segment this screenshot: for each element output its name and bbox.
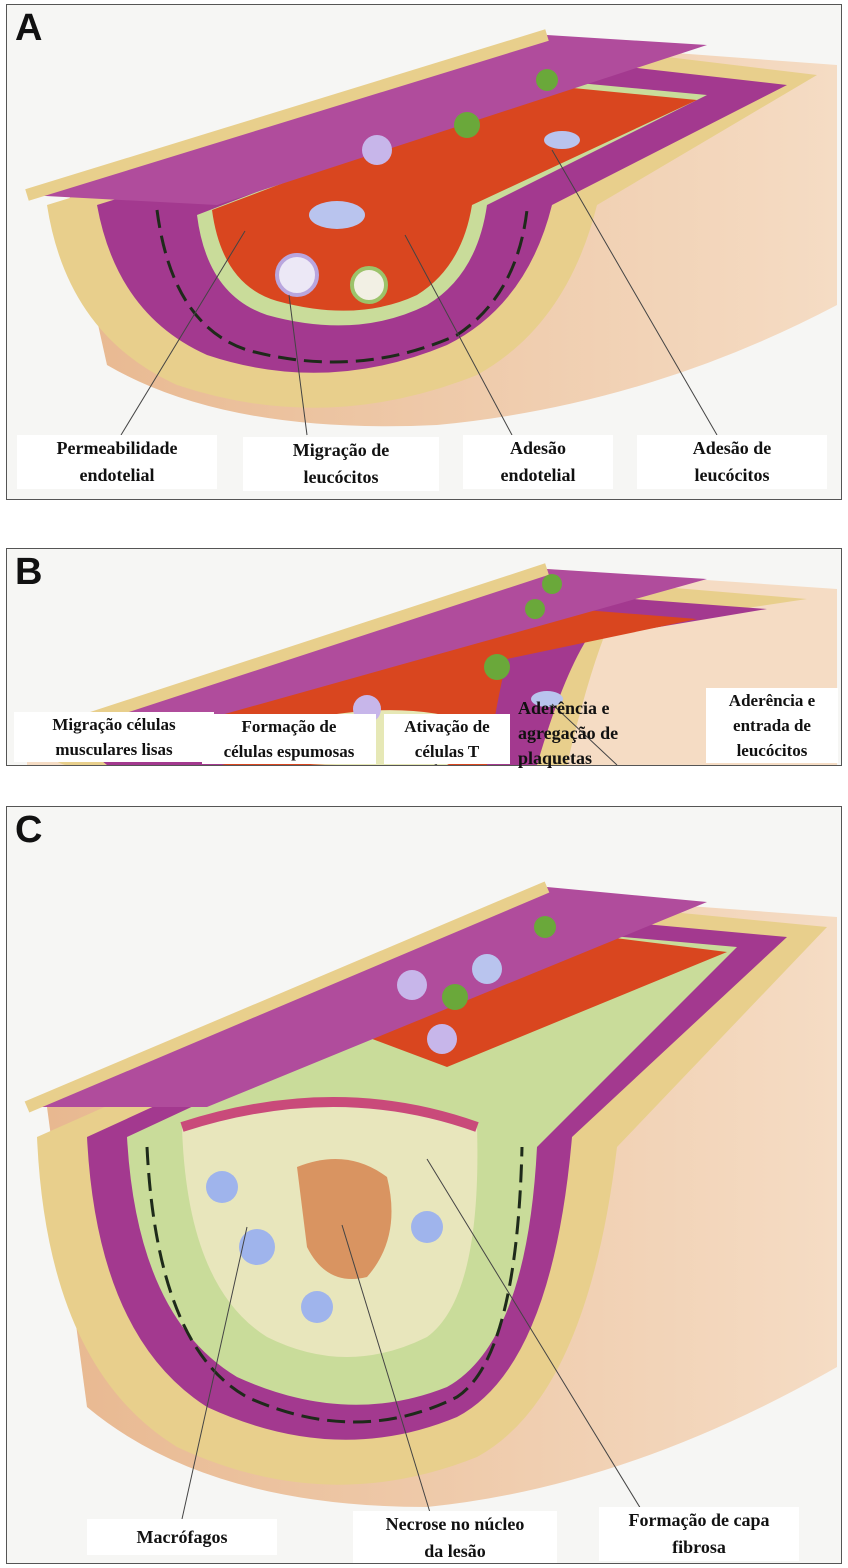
macrophage-cell <box>206 1171 238 1203</box>
platelet-cell <box>534 916 556 938</box>
panel-letter: C <box>15 809 42 852</box>
macrophage-cell <box>301 1291 333 1323</box>
macrophage-cell <box>411 1211 443 1243</box>
platelet-cell <box>542 574 562 594</box>
platelet-cell <box>525 599 545 619</box>
migrating-leukocyte <box>277 255 317 295</box>
platelet-cell <box>454 112 480 138</box>
macrophage-cell <box>239 1229 275 1265</box>
platelet-cell <box>484 654 510 680</box>
panel-b: B <box>6 548 842 766</box>
leukocyte-cell <box>531 691 563 707</box>
leukocyte-cell <box>544 131 580 149</box>
leukocyte-cell <box>427 1024 457 1054</box>
artery-illustration-b <box>7 549 842 766</box>
leukocyte-cell <box>353 695 381 723</box>
panel-letter: B <box>15 551 42 594</box>
leukocyte-cell <box>362 135 392 165</box>
leukocyte-cell <box>472 954 502 984</box>
panel-b-labels <box>6 764 842 806</box>
leukocyte-cell <box>309 201 365 229</box>
platelet-cell <box>536 69 558 91</box>
panel-a: A <box>6 4 842 500</box>
label-macrofagos: Macrófagos <box>87 1519 277 1555</box>
adhering-leukocyte <box>352 268 386 302</box>
panel-letter: A <box>15 7 42 50</box>
leukocyte-cell <box>397 970 427 1000</box>
panel-c: C Macrófagos <box>6 806 842 1564</box>
artery-illustration-c <box>7 807 842 1564</box>
leukocyte-cell <box>248 737 296 761</box>
platelet-cell <box>442 984 468 1010</box>
artery-illustration-a <box>7 5 842 500</box>
